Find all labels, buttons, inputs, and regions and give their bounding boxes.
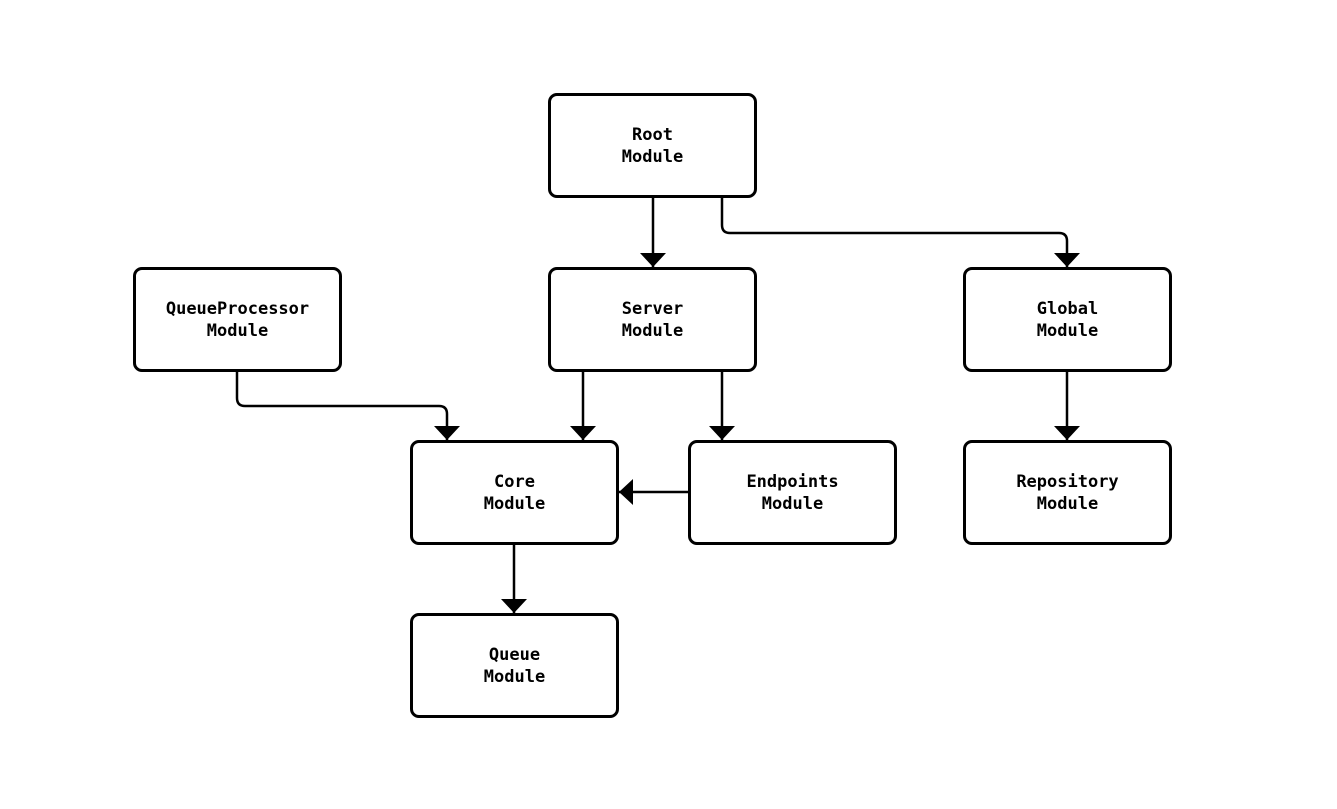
node-label: Repository Module — [1016, 471, 1119, 514]
node-label: Server Module — [621, 298, 684, 341]
node-queueprocessor-module: QueueProcessor Module — [133, 267, 342, 372]
node-label: Root Module — [621, 124, 684, 167]
node-global-module: Global Module — [963, 267, 1172, 372]
edge-group — [235, 198, 1080, 613]
node-label: QueueProcessor Module — [165, 298, 310, 341]
node-repository-module: Repository Module — [963, 440, 1172, 545]
node-label: Queue Module — [483, 644, 546, 687]
node-label: Global Module — [1036, 298, 1099, 341]
node-endpoints-module: Endpoints Module — [688, 440, 897, 545]
node-core-module: Core Module — [410, 440, 619, 545]
edge-root-to-global — [720, 198, 1080, 267]
edge-queueprocessor-to-core — [235, 372, 460, 440]
node-label: Endpoints Module — [746, 471, 839, 514]
node-root-module: Root Module — [548, 93, 757, 198]
node-server-module: Server Module — [548, 267, 757, 372]
node-label: Core Module — [483, 471, 546, 514]
node-queue-module: Queue Module — [410, 613, 619, 718]
